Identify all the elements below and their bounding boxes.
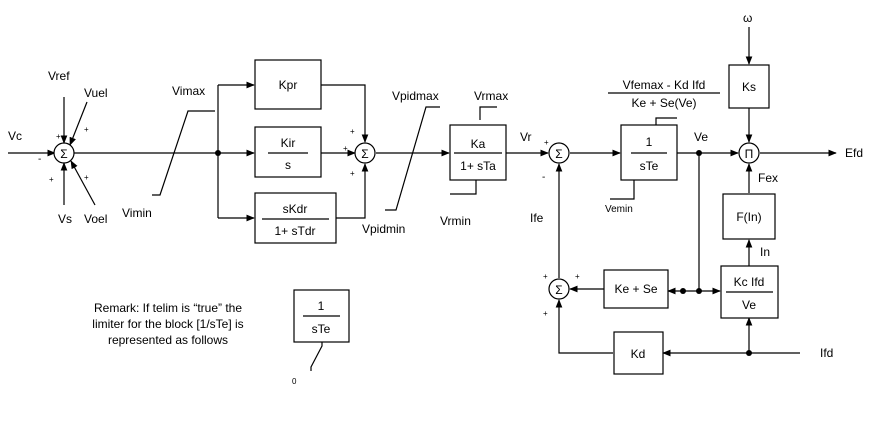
svg-text:Σ: Σ xyxy=(555,147,562,161)
svg-text:Ke + Se: Ke + Se xyxy=(614,282,657,296)
svg-text:F(In): F(In) xyxy=(736,210,761,224)
vpidmin-label: Vpidmin xyxy=(362,222,405,236)
svg-text:Ve: Ve xyxy=(742,298,756,312)
summing-junction-3: Σ xyxy=(548,142,570,164)
vrmin-label: Vrmin xyxy=(440,214,471,228)
remark-te-block: 1 sTe xyxy=(293,289,350,343)
svg-text:Kpr: Kpr xyxy=(279,78,298,92)
svg-text:s: s xyxy=(285,158,291,172)
svg-text:sTe: sTe xyxy=(640,159,659,173)
summing-junction-1: Σ xyxy=(53,142,75,164)
summer-signs: - + + + + + + + + - + + + xyxy=(38,125,580,318)
svg-text:+: + xyxy=(543,309,548,318)
svg-text:Kc Ifd: Kc Ifd xyxy=(734,275,765,289)
kd-block: Kd xyxy=(613,331,664,375)
te-block: 1 sTe xyxy=(620,124,678,181)
svg-text:+: + xyxy=(350,127,355,136)
svg-text:Ks: Ks xyxy=(742,80,756,94)
svg-text:+: + xyxy=(544,138,549,147)
svg-text:+: + xyxy=(350,169,355,178)
svg-text:Π: Π xyxy=(745,147,754,161)
svg-text:Remark: If telim is “true” the: Remark: If telim is “true” the xyxy=(94,301,242,315)
vrmax-label: Vrmax xyxy=(474,89,508,103)
svg-text:+: + xyxy=(84,173,89,182)
ife-label: Ife xyxy=(530,211,544,225)
svg-text:1+ sTa: 1+ sTa xyxy=(460,159,496,173)
ifd-label: Ifd xyxy=(820,346,833,360)
summing-junction-2: Σ xyxy=(354,142,376,164)
svg-text:Σ: Σ xyxy=(555,283,562,297)
vimax-label: Vimax xyxy=(172,84,205,98)
kpr-block: Kpr xyxy=(254,59,322,110)
vuel-label: Vuel xyxy=(84,86,108,100)
svg-text:sKdr: sKdr xyxy=(283,202,308,216)
svg-text:-: - xyxy=(38,154,41,165)
ve-label: Ve xyxy=(694,130,708,144)
summing-junction-4: Σ xyxy=(548,278,570,300)
svg-text:+: + xyxy=(575,272,580,281)
svg-text:+: + xyxy=(84,125,89,134)
svg-text:+: + xyxy=(543,272,548,281)
svg-text:1: 1 xyxy=(318,299,325,313)
svg-text:represented as follows: represented as follows xyxy=(108,333,228,347)
vc-label: Vc xyxy=(8,129,22,143)
svg-text:+: + xyxy=(343,144,348,153)
fin-block: F(In) xyxy=(722,193,776,240)
svg-text:Vfemax - Kd Ifd: Vfemax - Kd Ifd xyxy=(623,78,706,92)
vfemax-expression: Vfemax - Kd Ifd Ke + Se(Ve) xyxy=(608,78,720,110)
kdr-block: sKdr 1+ sTdr xyxy=(254,192,337,244)
kc-block: Kc Ifd Ve xyxy=(720,265,779,319)
svg-text:1: 1 xyxy=(646,135,653,149)
svg-text:+: + xyxy=(49,175,54,184)
ka-block: Ka 1+ sTa xyxy=(449,124,507,181)
fex-label: Fex xyxy=(758,171,778,185)
in-label: In xyxy=(760,245,770,259)
kese-block: Ke + Se xyxy=(603,269,669,309)
svg-text:1+ sTdr: 1+ sTdr xyxy=(274,224,315,238)
svg-text:+: + xyxy=(56,132,61,141)
svg-text:Ka: Ka xyxy=(471,137,486,151)
voel-label: Voel xyxy=(84,212,107,226)
signal-wires xyxy=(8,27,837,371)
svg-text:-: - xyxy=(542,172,545,183)
svg-text:Kir: Kir xyxy=(281,136,296,150)
vref-label: Vref xyxy=(48,69,70,83)
zero-label: 0 xyxy=(292,377,297,386)
svg-text:Kd: Kd xyxy=(631,347,646,361)
svg-text:Ke + Se(Ve): Ke + Se(Ve) xyxy=(631,96,696,110)
ks-block: Ks xyxy=(728,64,770,109)
efd-label: Efd xyxy=(845,146,863,160)
remark-text: Remark: If telim is “true” the limiter f… xyxy=(92,301,243,347)
svg-text:Σ: Σ xyxy=(361,147,368,161)
svg-text:limiter for the block [1/sTe]: limiter for the block [1/sTe] is xyxy=(92,317,243,331)
vr-label: Vr xyxy=(520,130,532,144)
vpidmax-label: Vpidmax xyxy=(392,89,439,103)
vs-label: Vs xyxy=(58,212,72,226)
omega-label: ω xyxy=(743,11,752,25)
vemin-label: Vemin xyxy=(605,204,633,215)
svg-text:sTe: sTe xyxy=(312,322,331,336)
vimin-label: Vimin xyxy=(122,206,152,220)
product-junction: Π xyxy=(738,142,760,164)
kir-block: Kir s xyxy=(254,126,322,178)
svg-text:Σ: Σ xyxy=(60,147,67,161)
